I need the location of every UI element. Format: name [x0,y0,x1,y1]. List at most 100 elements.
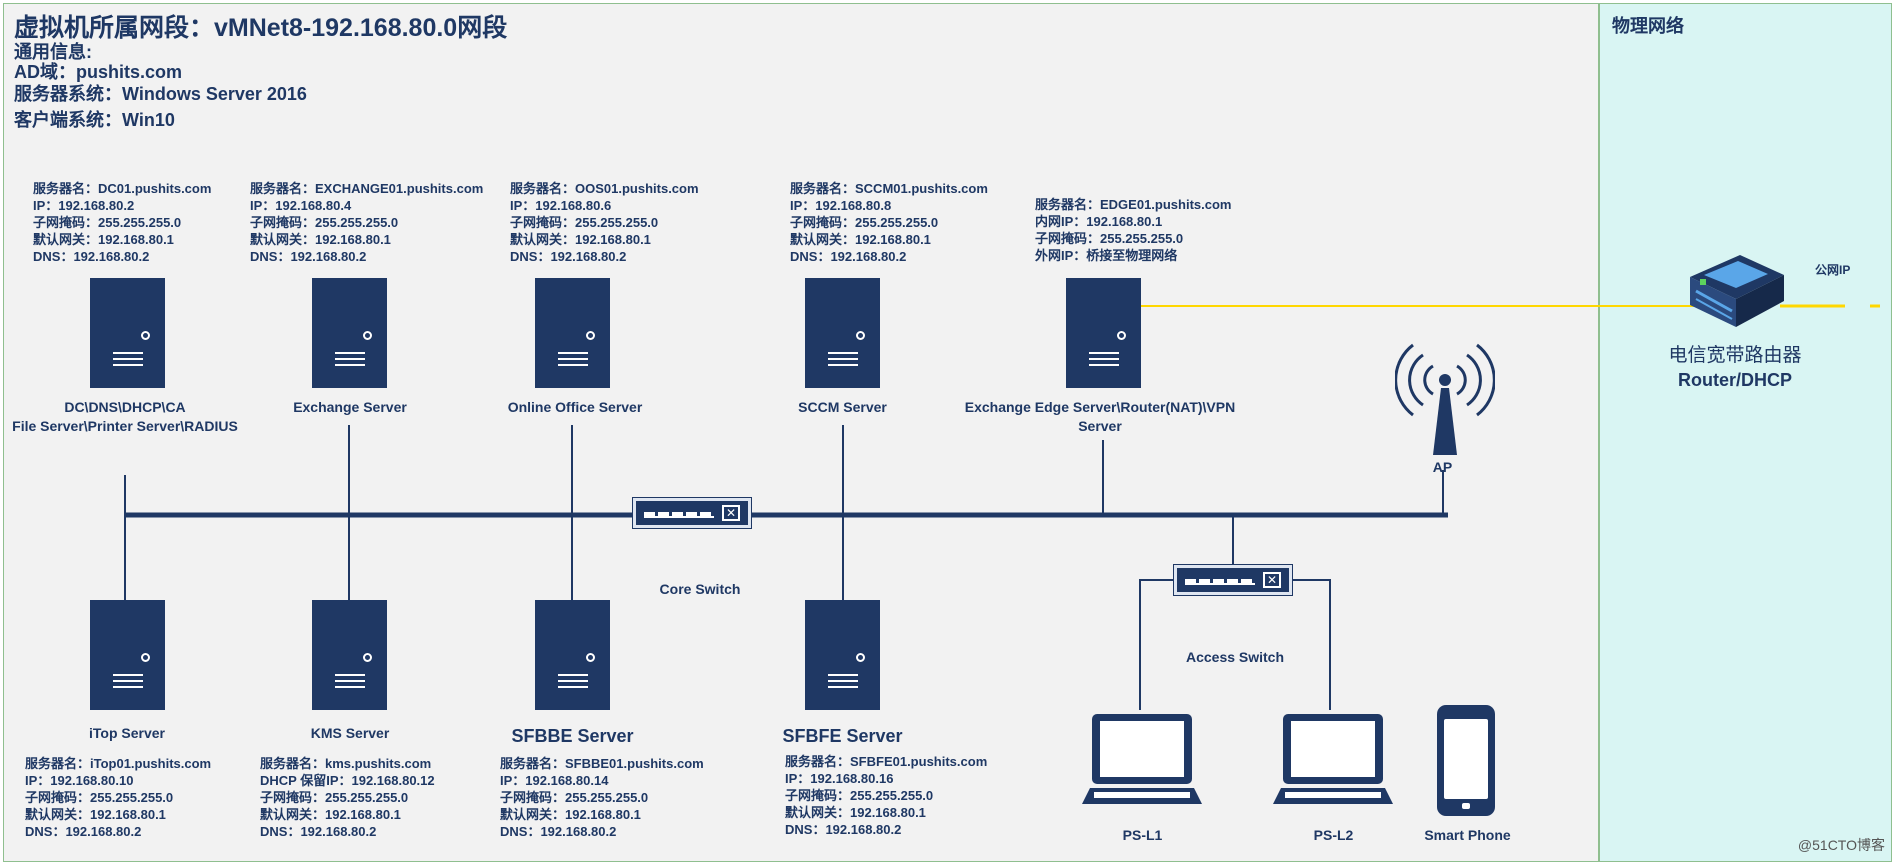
info-line: 默认网关：192.168.80.1 [510,232,651,247]
ap-antenna-icon [1395,343,1495,455]
info-line: 默认网关：192.168.80.1 [260,807,401,822]
link-ps-l1 [1139,579,1176,710]
info-line: 服务器名：SCCM01.pushits.com [790,181,988,196]
public-ip-label: 公网IP [1815,263,1851,277]
label-line: Exchange Edge Server\Router(NAT)\VPN [964,399,1236,415]
info-line: IP：192.168.80.14 [500,773,609,788]
watermark: @51CTO博客 [1797,837,1885,853]
router-label-cn: 电信宽带路由器 [1668,344,1802,366]
info-line: 子网掩码：255.255.255.0 [33,215,182,230]
server-icon [312,278,387,388]
label-line: File Server\Printer Server\RADIUS [12,418,238,434]
server-info-oos01: 服务器名：OOS01.pushits.com IP：192.168.80.6 子… [510,180,699,265]
laptop-icon [1273,714,1393,804]
access-switch-icon: ✕ [1174,565,1292,595]
ad-domain: AD域：pushits.com [14,62,183,82]
server-info-sfbfe01: 服务器名：SFBFE01.pushits.com IP：192.168.80.1… [785,753,987,838]
info-line: 子网掩码：255.255.255.0 [790,215,939,230]
label-line: Exchange Server [293,399,407,415]
server-label-sccm: SCCM Server [770,398,915,417]
info-line: 默认网关：192.168.80.1 [500,807,641,822]
info-line: IP：192.168.80.10 [25,773,134,788]
label-line: DC\DNS\DHCP\CA [64,399,186,415]
info-line: 服务器名：OOS01.pushits.com [510,181,699,196]
server-icon [1066,278,1141,388]
info-line: 服务器名：SFBFE01.pushits.com [785,754,988,769]
router-label-en: Router/DHCP [1677,370,1792,390]
server-label-kms: KMS Server [310,725,390,741]
info-line: 子网掩码：255.255.255.0 [510,215,659,230]
server-info-dc01: 服务器名：DC01.pushits.com IP：192.168.80.2 子网… [33,180,211,265]
server-icon [90,600,165,710]
info-line: 子网掩码：255.255.255.0 [260,790,409,805]
info-line: IP：192.168.80.2 [33,198,135,213]
client-label-ps-l2: PS-L2 [1313,827,1354,843]
info-line: 子网掩码：255.255.255.0 [1035,231,1184,246]
info-line: 默认网关：192.168.80.1 [33,232,174,247]
info-line: IP：192.168.80.6 [510,198,612,213]
core-switch-label: Core Switch [659,581,741,597]
info-line: 服务器名：EDGE01.pushits.com [1035,197,1232,212]
label-line: SCCM Server [798,399,887,415]
general-info-heading: 通用信息: [14,42,92,62]
info-line: 默认网关：192.168.80.1 [250,232,391,247]
info-line: DNS：192.168.80.2 [33,249,150,264]
client-os: 客户端系统：Win10 [14,110,175,130]
page-title: 虚拟机所属网段：vMNet8-192.168.80.0网段 [14,14,508,42]
server-info-itop01: 服务器名：iTop01.pushits.com IP：192.168.80.10… [25,755,211,840]
info-line: 外网IP：桥接至物理网络 [1035,248,1178,263]
info-line: DNS：192.168.80.2 [785,822,902,837]
info-line: DNS：192.168.80.2 [790,249,907,264]
smartphone-icon [1437,705,1495,816]
server-label-sfbbe: SFBBE Server [511,726,634,746]
client-label-smart-phone: Smart Phone [1424,827,1511,843]
info-line: 服务器名：EXCHANGE01.pushits.com [250,181,484,196]
info-line: 子网掩码：255.255.255.0 [250,215,399,230]
info-line: 服务器名：SFBBE01.pushits.com [500,756,704,771]
server-label-dc01: DC\DNS\DHCP\CA File Server\Printer Serve… [0,398,250,436]
info-line: IP：192.168.80.8 [790,198,892,213]
info-line: IP：192.168.80.4 [250,198,352,213]
info-line: DNS：192.168.80.2 [500,824,617,839]
server-label-exchange: Exchange Server [260,398,440,417]
info-line: DNS：192.168.80.2 [260,824,377,839]
server-label-oos: Online Office Server [475,398,675,417]
label-line: Server [1078,418,1122,434]
info-line: DNS：192.168.80.2 [510,249,627,264]
info-line: 子网掩码：255.255.255.0 [785,788,934,803]
info-line: 子网掩码：255.255.255.0 [500,790,649,805]
info-line: 默认网关：192.168.80.1 [790,232,931,247]
info-line: DHCP 保留IP：192.168.80.12 [260,773,435,788]
physical-network-title: 物理网络 [1612,16,1684,36]
info-line: 服务器名：kms.pushits.com [260,756,432,771]
server-icon [90,278,165,388]
server-icon [312,600,387,710]
server-icon [805,600,880,710]
access-switch-label: Access Switch [1185,649,1285,665]
server-info-edge01: 服务器名：EDGE01.pushits.com 内网IP：192.168.80.… [1035,196,1231,264]
info-line: 子网掩码：255.255.255.0 [25,790,174,805]
server-label-itop: iTop Server [89,725,165,741]
server-icon [535,600,610,710]
info-line: 默认网关：192.168.80.1 [25,807,166,822]
server-info-kms: 服务器名：kms.pushits.com DHCP 保留IP：192.168.8… [260,755,435,840]
info-line: 默认网关：192.168.80.1 [785,805,926,820]
server-icon [805,278,880,388]
label-line: Online Office Server [507,399,643,415]
info-line: DNS：192.168.80.2 [25,824,142,839]
link-ps-l2 [1292,579,1331,710]
server-label-edge: Exchange Edge Server\Router(NAT)\VPN Ser… [940,398,1260,436]
ap-label: AP [1432,459,1453,475]
core-switch-icon: ✕ [633,498,751,528]
physical-network-zone [1599,3,1892,862]
server-icon [535,278,610,388]
info-line: 服务器名：iTop01.pushits.com [25,756,212,771]
laptop-icon [1082,714,1202,804]
info-line: 服务器名：DC01.pushits.com [33,181,212,196]
info-line: 内网IP：192.168.80.1 [1035,214,1163,229]
client-label-ps-l1: PS-L1 [1122,827,1163,843]
server-info-exchange01: 服务器名：EXCHANGE01.pushits.com IP：192.168.8… [250,180,483,265]
server-info-sfbbe01: 服务器名：SFBBE01.pushits.com IP：192.168.80.1… [500,755,704,840]
info-line: DNS：192.168.80.2 [250,249,367,264]
